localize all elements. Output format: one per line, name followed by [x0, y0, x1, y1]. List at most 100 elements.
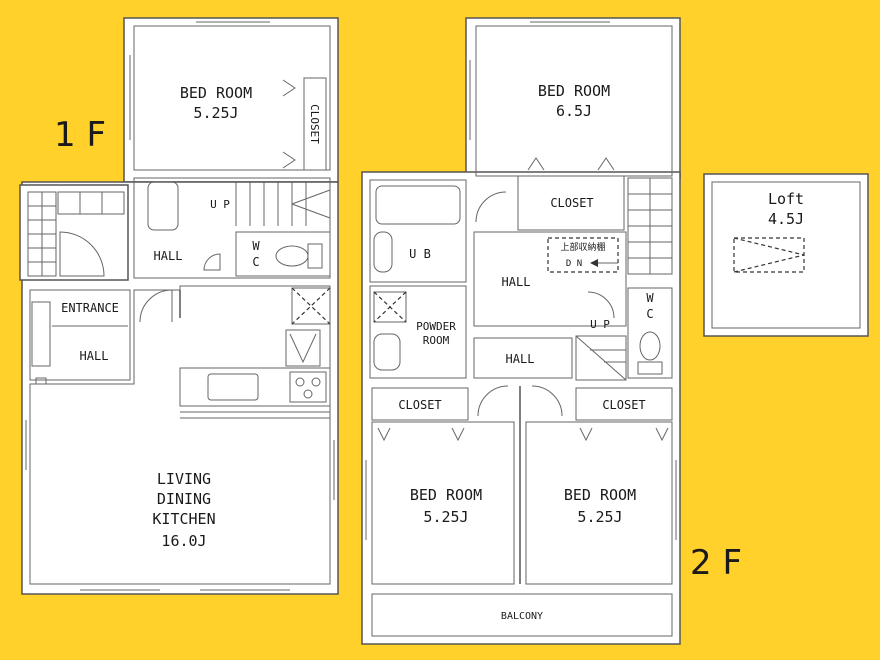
- floor1-up-label: U P: [210, 198, 230, 211]
- floor1-closet: [303, 77, 327, 171]
- closet-door-icon: [527, 157, 545, 171]
- floor1-porch-block: [19, 184, 129, 281]
- basin-icon: [373, 231, 393, 273]
- burner-icon: [295, 377, 305, 387]
- burner-icon: [311, 377, 321, 387]
- closet-door-icon: [451, 427, 465, 442]
- wall-fixture: [35, 377, 47, 385]
- shoe-cabinet: [31, 301, 51, 367]
- floor2-closet-top: [517, 175, 625, 231]
- door-swing-icon: [477, 385, 509, 417]
- closet-door-icon: [579, 427, 593, 442]
- bathtub-icon: [375, 185, 461, 225]
- floor1-ldk-line2: DINING: [157, 490, 211, 508]
- staircase-icon: [575, 335, 627, 381]
- kitchen-counter: [179, 367, 331, 407]
- floor1-hall-upper-label: HALL: [154, 249, 183, 263]
- floor2-wc: [627, 287, 673, 379]
- floor2-bedroom-right-size: 5.25J: [577, 508, 622, 526]
- floor-1: BED ROOM 5.25J CLOSET U P HALL W C: [19, 17, 339, 595]
- floor2-lower-shell: [361, 171, 681, 645]
- floor1-bedroom-name: BED ROOM: [180, 84, 252, 102]
- floor2-bedroom-right: [525, 421, 673, 585]
- floor1-label: 1 F: [54, 115, 106, 155]
- staircase-icon: [627, 177, 673, 275]
- toilet-tank-icon: [637, 361, 663, 375]
- floor1-ldk-line1: LIVING: [157, 470, 211, 488]
- door-swing-icon: [531, 385, 563, 417]
- staircase-icon: [235, 182, 331, 226]
- floor1-entrance-label: ENTRANCE: [61, 301, 119, 315]
- refrigerator-space: [291, 287, 331, 325]
- floor2-up-label: U P: [590, 318, 610, 331]
- loft-size: 4.5J: [768, 210, 804, 228]
- refrigerator-cross: [291, 287, 331, 325]
- toilet-icon: [639, 331, 661, 361]
- floor1-ldk-line3: KITCHEN: [152, 510, 215, 528]
- floor2-balcony: [371, 593, 673, 637]
- floor1-entrance-hall: [29, 289, 131, 381]
- floor2-hall-main: [473, 231, 627, 327]
- floor1-bedroom-size: 5.25J: [193, 104, 238, 122]
- floor1-wc-label-2: C: [252, 255, 259, 269]
- floor2-label: 2 F: [690, 543, 742, 583]
- floor1-upper-shell: [123, 17, 339, 183]
- floor1-stair-hall: [133, 177, 331, 279]
- cupboard: [285, 329, 321, 367]
- door-swing-icon: [587, 291, 615, 319]
- floor1-ldk-size: 16.0J: [161, 532, 206, 550]
- loft-shell: [703, 173, 869, 337]
- floor2-bedroom-left-name: BED ROOM: [410, 486, 482, 504]
- floor2-closet-right: [575, 387, 673, 421]
- kitchen-sink-icon: [207, 373, 259, 401]
- floor2-ub-label: U B: [409, 247, 431, 261]
- floor2-upper-shell: [465, 17, 681, 179]
- floor2-closet-left-label: CLOSET: [398, 398, 441, 412]
- floor2-wc-label-2: C: [646, 307, 653, 321]
- refrigerator-cross: [291, 287, 331, 325]
- arrow-icon: [590, 259, 598, 267]
- floor1-hall-lower-label: HALL: [80, 349, 109, 363]
- floor2-powder-room-label-2: ROOM: [423, 334, 450, 347]
- floor2-closet-right-label: CLOSET: [602, 398, 645, 412]
- burner-icon: [303, 389, 313, 399]
- closet-door-icon: [597, 157, 615, 171]
- floor2-hall-lower: [473, 337, 573, 379]
- floor2-powder-room: [369, 285, 467, 379]
- door-swing-icon: [203, 253, 221, 271]
- floor2-balcony-label: BALCONY: [501, 611, 543, 622]
- floor2-closet-top-label: CLOSET: [550, 196, 593, 210]
- closet-door-icon: [282, 151, 296, 169]
- floor2-wc-label-1: W: [646, 291, 654, 305]
- overhead-storage: [547, 237, 619, 273]
- floor2-bedroom-top-size: 6.5J: [556, 102, 592, 120]
- toilet-tank-icon: [307, 243, 323, 269]
- floor2-hall-main-label: HALL: [502, 275, 531, 289]
- closet-door-icon: [377, 427, 391, 442]
- loft-name: Loft: [768, 190, 804, 208]
- floor2-closet-left: [371, 387, 469, 421]
- floor1-closet-label: CLOSET: [308, 104, 321, 144]
- floor2-powder-room-label-1: POWDER: [416, 320, 456, 333]
- closet-door-icon: [282, 79, 296, 97]
- washer-cross: [373, 291, 407, 323]
- floor2-hall-lower-label: HALL: [506, 352, 535, 366]
- cupboard-icon: [289, 333, 317, 364]
- loft: Loft 4.5J: [703, 173, 869, 337]
- floor2-unit-bath: [369, 179, 467, 283]
- overhead-storage-note: 上部収納棚: [560, 241, 605, 253]
- sink-icon: [147, 181, 179, 231]
- washer-space: [373, 291, 407, 323]
- floor2-bedroom-right-name: BED ROOM: [564, 486, 636, 504]
- door-swing-icon: [475, 191, 507, 223]
- vanity-icon: [373, 333, 401, 371]
- closet-door-icon: [655, 427, 669, 442]
- floor2-bedroom-left-size: 5.25J: [423, 508, 468, 526]
- floor1-wc-label-1: W: [252, 239, 260, 253]
- floor1-ldk: [29, 285, 331, 585]
- entrance-door-swing-icon: [59, 231, 105, 277]
- floor2-bedroom-top-name: BED ROOM: [538, 82, 610, 100]
- door-swing-icon: [139, 289, 173, 323]
- floor2-dn-label: D N: [566, 259, 582, 269]
